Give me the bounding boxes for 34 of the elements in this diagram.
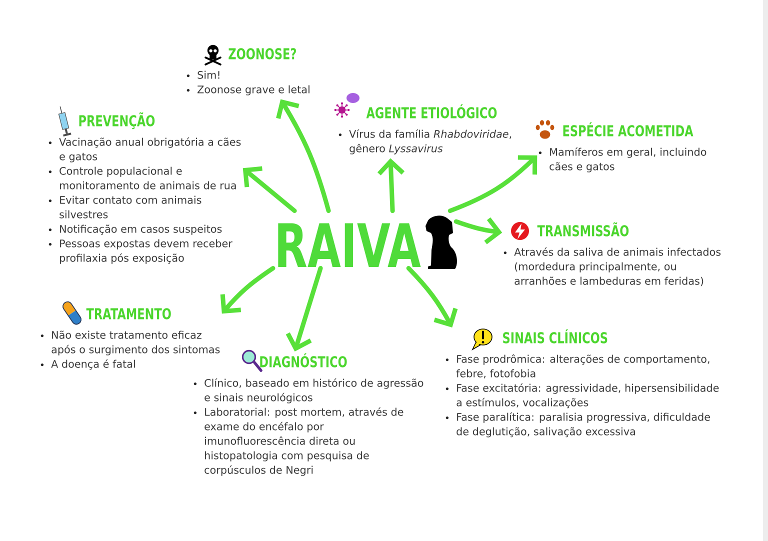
list-item: Fase paralítica: paralisia progressiva, dificuldade de deglutição, salivação excessiva <box>456 412 710 438</box>
list-item: Notificação em casos suspeitos <box>60 224 222 235</box>
heading: SINAIS CLÍNICOS <box>503 329 608 344</box>
arrow <box>454 217 502 244</box>
list-item: Laboratorial: post mortem, através de exame do encéfalo por imunofluorescência direta ou histopatologia com pesquisa de corpúsculos de Negri <box>204 407 404 476</box>
list-item: Evitar contato com animais silvestres <box>60 196 202 218</box>
topic-title: RAIVA <box>278 223 421 267</box>
arrow <box>276 99 331 214</box>
arrow <box>406 266 458 328</box>
list-item: Zoonose grave e letal <box>198 85 310 96</box>
list-item: Vacinação anual obrigatória a cães e gatos <box>59 137 241 162</box>
list-item: Pessoas expostas devem receber profilaxia pós exposição <box>60 239 232 264</box>
arrow <box>220 266 276 314</box>
list-item: Através da saliva de animais infectados (mordedura principalmente, ou arranhões e lambeduras em feridas) <box>514 247 721 286</box>
list-item: Fase prodrômica: alterações de comportamento, febre, fotofobia <box>456 354 710 378</box>
list-item: Vírus da família Rhabdoviridae, gênero Lyssavirus <box>349 129 512 154</box>
heading: DIAGNÓSTICO <box>260 353 347 368</box>
heading: TRATAMENTO <box>86 308 171 320</box>
heading: AGENTE ETIOLÓGICO <box>366 104 497 118</box>
list-item: Sim! <box>198 70 220 79</box>
arrow <box>377 158 405 214</box>
arrow <box>286 266 323 352</box>
list-item: Controle populacional e monitoramento de animais de rua <box>60 166 236 190</box>
heading: PREVENÇÃO <box>79 112 155 130</box>
heading: TRANSMISSÃO <box>537 222 629 236</box>
list-item: A doença é fatal <box>51 359 135 370</box>
list-item: Não existe tratamento eficaz após o surgimento dos sintomas <box>52 330 220 356</box>
heading: ZOONOSE? <box>228 48 296 60</box>
arrow <box>242 166 297 214</box>
list-item: Fase excitatória: agressividade, hipersensibilidade a estímulos, vocalizações <box>456 383 719 408</box>
arrow <box>448 155 538 214</box>
list-item: Mamíferos em geral, incluindo cães e gatos <box>550 147 706 172</box>
list-item: Clínico, baseado em histórico de agressão e sinais neurológicos <box>204 378 424 404</box>
heading: ESPÉCIE ACOMETIDA <box>563 122 694 136</box>
